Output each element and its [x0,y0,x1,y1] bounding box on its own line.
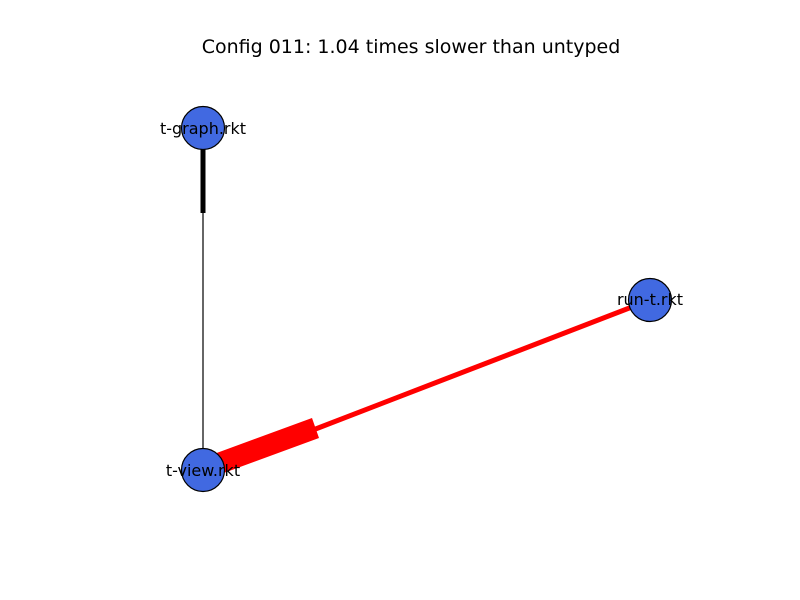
nodes-layer: t-graph.rkt t-view.rkt run-t.rkt [160,105,683,493]
edges-layer [200,140,651,478]
node-t-graph: t-graph.rkt [160,105,246,151]
node-t-graph-label: t-graph.rkt [160,119,246,138]
node-t-view-label: t-view.rkt [166,461,240,480]
edge-run-t-t-view [203,297,651,478]
node-run-t-label: run-t.rkt [617,290,683,309]
edge-run-t-t-view-arrow-segment [203,418,319,478]
node-run-t: run-t.rkt [617,277,683,323]
node-t-view-circle [180,447,226,493]
node-run-t-circle [627,277,673,323]
node-t-graph-circle [180,105,226,151]
edge-run-t-t-view-thin-segment [299,297,651,438]
figure-title: Config 011: 1.04 times slower than untyp… [202,36,621,58]
node-t-view: t-view.rkt [166,447,240,493]
